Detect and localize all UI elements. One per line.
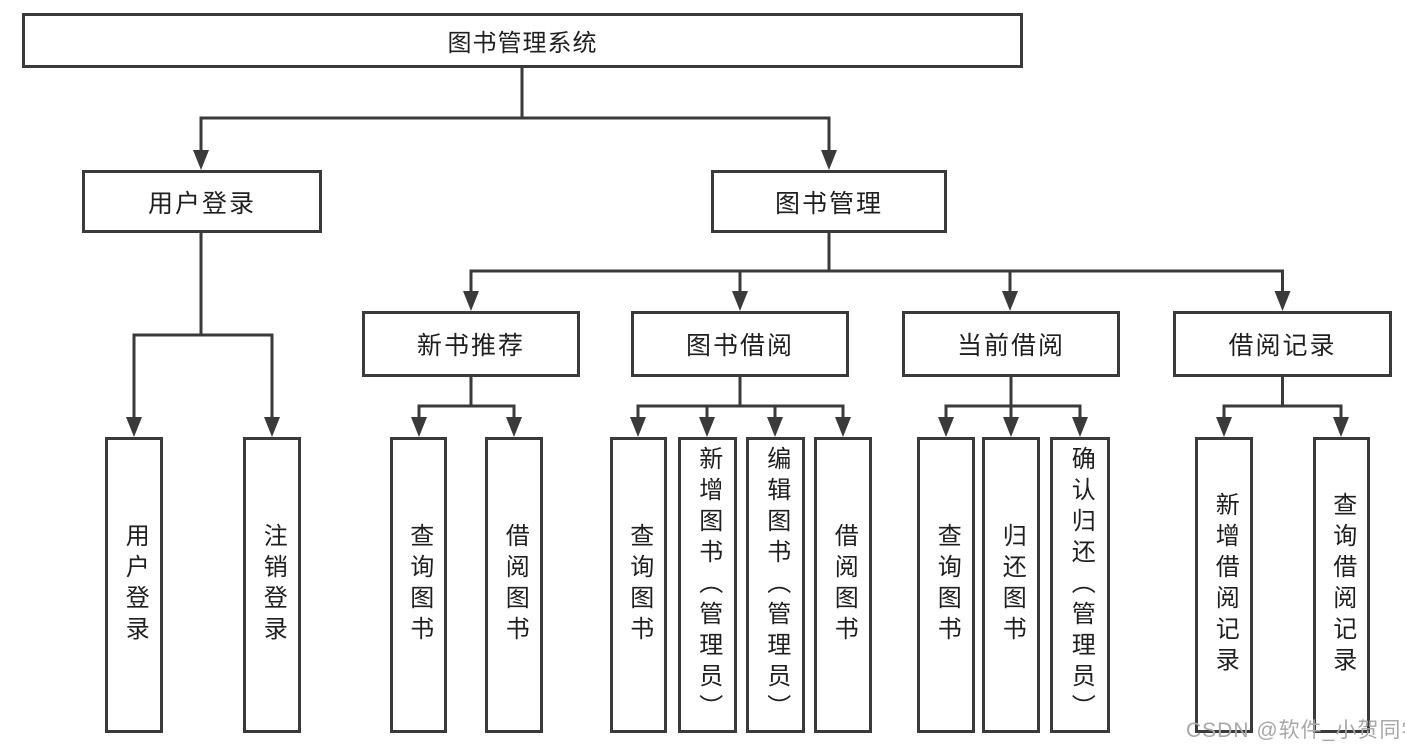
node-book-management-label: 图书管理 bbox=[774, 189, 883, 218]
arrowheads bbox=[126, 150, 1349, 437]
csdn-watermark: CSDN @软件_小贺同学 bbox=[1186, 719, 1405, 742]
node-book-borrow-label: 图书借阅 bbox=[685, 332, 794, 360]
node-root-label: 图书管理系统 bbox=[447, 30, 598, 57]
leaf-borrow-borrow: 借阅图书 bbox=[814, 437, 872, 733]
leaf-current-return-label: 归还图书 bbox=[998, 523, 1026, 647]
leaf-logout: 注销登录 bbox=[243, 437, 301, 733]
node-borrow-records: 借阅记录 bbox=[1173, 311, 1392, 377]
node-borrow-records-label: 借阅记录 bbox=[1228, 332, 1337, 360]
leaf-records-query: 查询借阅记录 bbox=[1313, 437, 1370, 733]
node-current-borrow: 当前借阅 bbox=[902, 311, 1120, 377]
node-new-book-recommend: 新书推荐 bbox=[362, 311, 580, 377]
leaf-borrow-edit-admin-label: 编辑图书（管理员） bbox=[762, 445, 790, 725]
node-user-login-label: 用户登录 bbox=[147, 189, 256, 218]
leaf-borrow-query: 查询图书 bbox=[610, 437, 667, 733]
leaf-newbooks-query-label: 查询图书 bbox=[405, 523, 433, 647]
node-book-borrow: 图书借阅 bbox=[631, 311, 849, 377]
leaf-borrow-borrow-label: 借阅图书 bbox=[830, 523, 858, 647]
leaf-records-add: 新增借阅记录 bbox=[1195, 437, 1253, 733]
leaf-user-login: 用户登录 bbox=[105, 437, 163, 733]
leaf-records-query-label: 查询借阅记录 bbox=[1328, 492, 1356, 678]
leaf-current-confirm-admin: 确认归还（管理员） bbox=[1050, 437, 1110, 733]
leaf-newbooks-borrow: 借阅图书 bbox=[485, 437, 543, 733]
leaf-current-query-label: 查询图书 bbox=[933, 523, 961, 647]
leaf-borrow-query-label: 查询图书 bbox=[625, 523, 653, 647]
leaf-logout-label: 注销登录 bbox=[259, 523, 287, 647]
node-new-book-recommend-label: 新书推荐 bbox=[416, 332, 525, 360]
leaf-newbooks-query: 查询图书 bbox=[390, 437, 447, 733]
node-user-login: 用户登录 bbox=[82, 170, 322, 233]
leaf-borrow-edit-admin: 编辑图书（管理员） bbox=[746, 437, 805, 733]
node-root-system: 图书管理系统 bbox=[22, 13, 1023, 68]
leaf-borrow-add-admin: 新增图书（管理员） bbox=[678, 437, 737, 733]
node-current-borrow-label: 当前借阅 bbox=[956, 332, 1065, 360]
leaf-current-confirm-admin-label: 确认归还（管理员） bbox=[1067, 445, 1095, 725]
leaf-current-return: 归还图书 bbox=[982, 437, 1040, 733]
leaf-records-add-label: 新增借阅记录 bbox=[1211, 492, 1239, 678]
leaf-user-login-label: 用户登录 bbox=[121, 523, 149, 647]
leaf-newbooks-borrow-label: 借阅图书 bbox=[501, 523, 529, 647]
node-book-management: 图书管理 bbox=[711, 170, 947, 233]
leaf-current-query: 查询图书 bbox=[917, 437, 975, 733]
leaf-borrow-add-admin-label: 新增图书（管理员） bbox=[694, 445, 722, 725]
